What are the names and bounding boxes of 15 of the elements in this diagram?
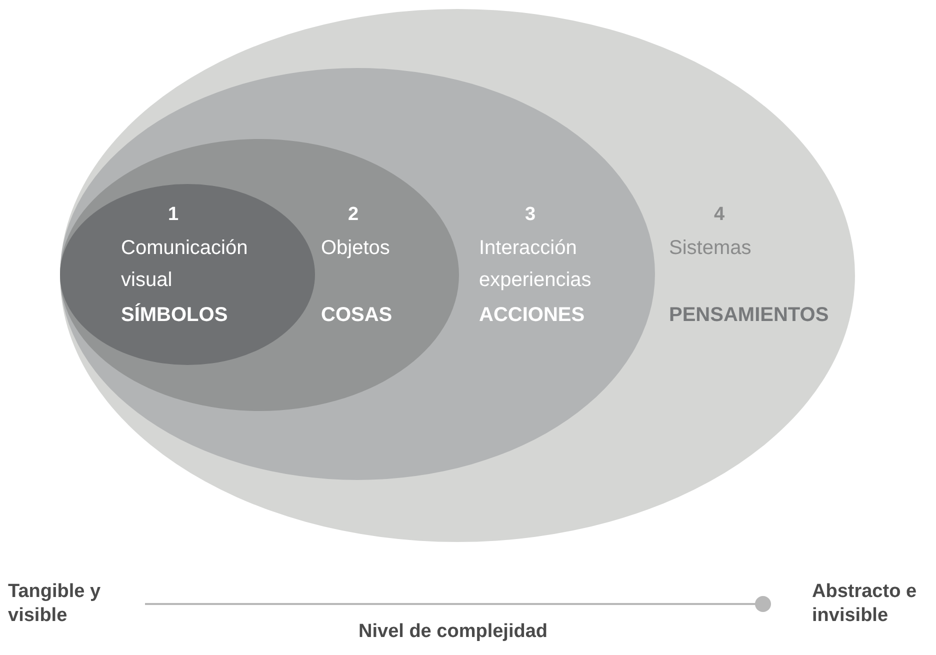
scale-end-label: Tangible y visible [8, 580, 102, 628]
category-label: COSAS [321, 303, 392, 327]
category-label: SÍMBOLOS [121, 303, 228, 327]
level-number: 2 [348, 203, 359, 227]
scale-end-label: Abstracto e invisible [812, 580, 918, 628]
axis-title: Nivel de complejidad [358, 620, 548, 644]
level-label: Interacción experiencias [479, 236, 592, 293]
level-number: 3 [525, 203, 536, 227]
level-label: Sistemas [669, 236, 752, 261]
level-number: 4 [714, 203, 725, 227]
level-label: Comunicación visual [121, 236, 249, 293]
category-label: ACCIONES [479, 303, 585, 327]
level-number: 1 [168, 203, 179, 227]
category-label: PENSAMIENTOS [669, 303, 829, 327]
level-label: Objetos [321, 236, 391, 261]
